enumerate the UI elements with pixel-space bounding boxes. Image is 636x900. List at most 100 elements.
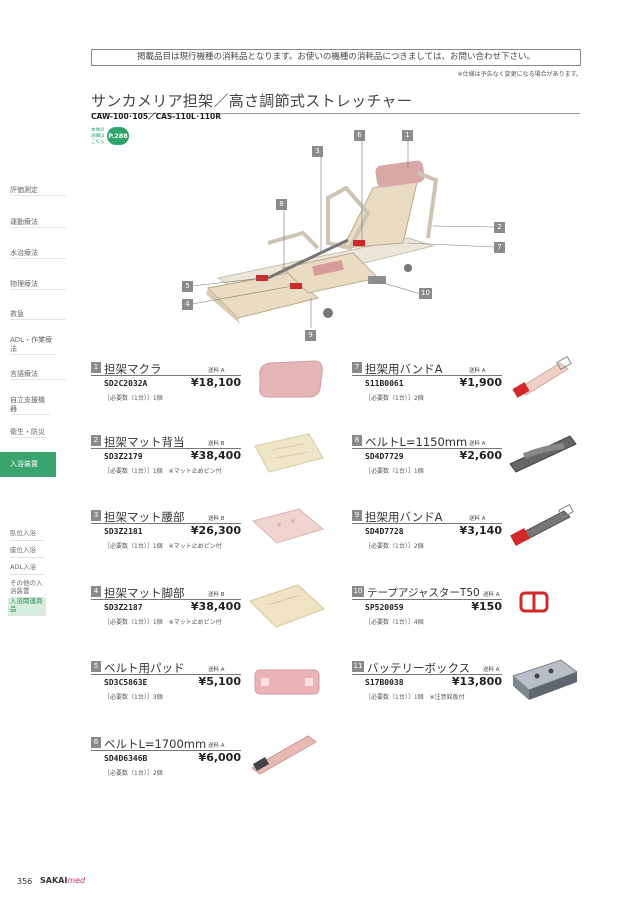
back-mat-image — [254, 433, 324, 473]
product-name: バッテリーボックス — [367, 661, 471, 675]
product-price: ¥5,100 — [198, 675, 241, 688]
sidebar-sub-lying-bath[interactable]: 臥位入浴 — [10, 529, 44, 541]
page-number: 356 — [17, 877, 33, 886]
required-quantity: ［必要数（1台）］2個 — [365, 395, 424, 402]
sidebar-item-exercise[interactable]: 運動療法 — [10, 218, 66, 228]
callout-10: 10 — [419, 288, 432, 299]
sidebar-sub-other-bath[interactable]: その他の入浴装置 — [10, 579, 44, 598]
product-code: SD4D7728 — [365, 527, 404, 536]
product-code: SD3Z2179 — [104, 452, 143, 461]
product-name: 担架マット背当 — [104, 435, 185, 449]
sidebar-item-independence[interactable]: 自立支援機器 — [10, 396, 50, 415]
shipping-class: 送料 A — [483, 667, 500, 673]
sidebar-item-speech[interactable]: 言語療法 — [10, 370, 66, 380]
product-item-5[interactable]: 5 ベルト用パッド 送料 A SD3C5863E ¥5,100 ［必要数（1台）… — [91, 660, 331, 725]
product-number: 6 — [91, 737, 101, 748]
product-price: ¥26,300 — [190, 524, 241, 537]
product-item-6[interactable]: 6 ベルトL=1700mm 送料 A SD4D6346B ¥6,000 ［必要数… — [91, 735, 331, 801]
callout-7: 7 — [494, 242, 505, 253]
product-header: 2 担架マット背当 送料 B — [91, 434, 241, 449]
callout-3: 3 — [312, 146, 323, 157]
callout-leaders — [191, 140, 495, 328]
required-quantity: ［必要数（1台）］2個 — [104, 770, 163, 777]
product-code: SD3C5863E — [104, 678, 148, 687]
product-price: ¥2,600 — [459, 449, 502, 462]
reference-link[interactable]: 本体の詳細はこちら P.288 — [91, 127, 131, 145]
required-quantity: ［必要数（1台）］1個 ※マット止めピン付 — [104, 543, 222, 550]
product-header: 5 ベルト用パッド 送料 A — [91, 660, 241, 675]
product-header: 10 テープアジャスターT50 送料 A — [352, 585, 502, 600]
product-price: ¥13,800 — [451, 675, 502, 688]
product-item-8[interactable]: 8 ベルトL=1150mm 送料 A SD4D7729 ¥2,600 ［必要数（… — [352, 434, 592, 499]
brand-name: SAKAI — [40, 876, 68, 885]
pillow-image — [259, 360, 323, 398]
sidebar-item-physical-therapy[interactable]: 物理療法 — [10, 280, 66, 290]
product-name: ベルト用パッド — [104, 661, 185, 675]
product-code: SD3Z2187 — [104, 603, 143, 612]
belt-1700-image — [251, 735, 317, 775]
product-name: 担架用バンドA — [365, 362, 443, 376]
product-number: 5 — [91, 661, 101, 672]
sidebar-item-adl[interactable]: ADL・作業療法 — [10, 336, 56, 355]
required-quantity: ［必要数（1台）］1個 ※マット止めピン付 — [104, 619, 222, 626]
product-price: ¥3,140 — [459, 524, 502, 537]
product-name: 担架用バンドA — [365, 510, 443, 524]
callout-6: 6 — [354, 130, 365, 141]
product-item-1[interactable]: 1 担架マクラ 送料 A SD2C2032A ¥18,100 ［必要数（1台）］… — [91, 360, 331, 426]
product-code: S17B0038 — [365, 678, 404, 687]
sidebar-item-bathing[interactable]: 入浴装置 — [0, 452, 56, 477]
sakai-med-logo: SAKAImed — [40, 876, 85, 885]
category-sidebar: 評価測定 運動療法 水治療法 物理療法 救急 ADL・作業療法 言語療法 自立支… — [0, 0, 70, 900]
callout-5: 5 — [182, 281, 193, 292]
product-code: SP520059 — [365, 603, 404, 612]
band-a-9-image — [510, 503, 574, 547]
waist-mat-image — [251, 508, 325, 544]
reference-label: 本体の詳細はこちら — [91, 128, 105, 145]
product-item-4[interactable]: 4 担架マット脚部 送料 B SD3Z2187 ¥38,400 ［必要数（1台）… — [91, 584, 331, 650]
shipping-class: 送料 B — [208, 592, 225, 598]
product-price: ¥38,400 — [190, 600, 241, 613]
product-header: 4 担架マット脚部 送料 B — [91, 585, 241, 600]
product-number: 1 — [91, 362, 101, 373]
product-header: 1 担架マクラ 送料 A — [91, 361, 241, 376]
sidebar-sub-sitting-bath[interactable]: 座位入浴 — [10, 546, 44, 558]
product-header: 9 担架用バンドA 送料 A — [352, 509, 502, 524]
product-header: 8 ベルトL=1150mm 送料 A — [352, 434, 502, 449]
product-item-9[interactable]: 9 担架用バンドA 送料 A SD4D7728 ¥3,140 ［必要数（1台）］… — [352, 503, 592, 574]
product-number: 4 — [91, 586, 101, 597]
product-price: ¥1,900 — [459, 376, 502, 389]
product-code: SD4D6346B — [104, 754, 148, 763]
sidebar-sub-adl-bath[interactable]: ADL入浴 — [10, 563, 44, 575]
product-name: 担架マット腰部 — [104, 510, 185, 524]
spec-change-note: ※仕様は予告なく変更になる場合があります。 — [457, 71, 582, 78]
sidebar-item-emergency[interactable]: 救急 — [10, 310, 66, 320]
product-code: SD3Z2181 — [104, 527, 143, 536]
product-number: 2 — [91, 435, 101, 446]
reference-page-badge[interactable]: P.288 — [107, 127, 129, 145]
callout-1: 1 — [402, 130, 413, 141]
sidebar-item-evaluation[interactable]: 評価測定 — [10, 186, 66, 196]
sidebar-item-hygiene[interactable]: 衛生・防災 — [10, 428, 46, 438]
sidebar-item-hydrotherapy[interactable]: 水治療法 — [10, 249, 66, 259]
product-code: S11B0061 — [365, 379, 404, 388]
product-item-10[interactable]: 10 テープアジャスターT50 送料 A SP520059 ¥150 ［必要数（… — [352, 585, 592, 650]
product-number: 7 — [352, 362, 362, 373]
band-a-image — [512, 355, 572, 398]
product-item-3[interactable]: 3 担架マット腰部 送料 B SD3Z2181 ¥26,300 ［必要数（1台）… — [91, 508, 331, 574]
product-item-2[interactable]: 2 担架マット背当 送料 B SD3Z2179 ¥38,400 ［必要数（1台）… — [91, 433, 331, 499]
required-quantity: ［必要数（1台）］2個 — [365, 543, 424, 550]
product-item-7[interactable]: 7 担架用バンドA 送料 A S11B0061 ¥1,900 ［必要数（1台）］… — [352, 355, 592, 426]
required-quantity: ［必要数（1台）］4個 — [365, 619, 424, 626]
stretcher-figure: 1 2 3 4 5 6 7 8 9 10 — [178, 128, 523, 343]
sidebar-sub-bath-products[interactable]: 入浴関連商品 — [8, 597, 46, 616]
shipping-class: 送料 A — [469, 368, 486, 374]
product-header: 6 ベルトL=1700mm 送料 A — [91, 736, 241, 751]
callout-8: 8 — [276, 199, 287, 210]
product-number: 10 — [352, 586, 364, 597]
product-code: SD4D7729 — [365, 452, 404, 461]
product-number: 8 — [352, 435, 362, 446]
product-item-11[interactable]: 11 バッテリーボックス 送料 A S17B0038 ¥13,800 ［必要数（… — [352, 659, 592, 725]
consumables-notice: 掲載品目は現行機種の消耗品となります。お使いの機種の消耗品につきましては、お問い… — [91, 49, 581, 66]
shipping-class: 送料 A — [208, 667, 225, 673]
model-numbers: CAW-100･105／CAS-110L･110R — [91, 112, 222, 121]
